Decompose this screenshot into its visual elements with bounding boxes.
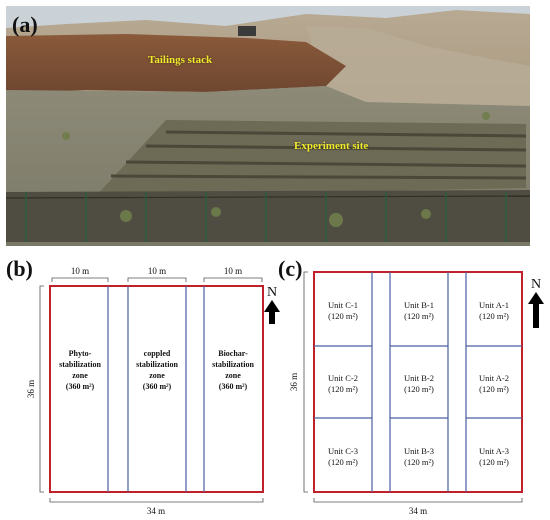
top-dimension-brackets [51, 277, 263, 282]
panel-b-letter: (b) [6, 256, 33, 281]
experiment-plots [96, 120, 526, 196]
zone-line: coppled [144, 349, 171, 358]
unit-area: (120 m²) [404, 457, 434, 467]
zone-line: stabilization [136, 360, 178, 369]
unit-label-a1: Unit A-1 [479, 300, 509, 310]
bottom-dim-c: 34 m [409, 506, 427, 516]
unit-area: (120 m²) [479, 311, 509, 321]
unit-area: (120 m²) [479, 457, 509, 467]
panel-c-letter: (c) [278, 256, 302, 281]
unit-area: (120 m²) [328, 457, 358, 467]
site-boundary-b [49, 285, 264, 493]
zone-width-dim-2: 10 m [148, 266, 166, 276]
zone-line: Biochar- [218, 349, 248, 358]
unit-label-a2: Unit A-2 [479, 373, 509, 383]
unit-label-c2: Unit C-2 [328, 373, 358, 383]
zone-dividers [107, 286, 205, 492]
fence-foreground [6, 190, 530, 242]
zone-label-biochar: Biochar- stabilization zone (360 m²) [212, 349, 254, 391]
zone-line: zone [72, 371, 88, 380]
tailings-stack-shape [6, 34, 346, 94]
unit-area: (120 m²) [328, 311, 358, 321]
north-arrow-icon [264, 300, 280, 324]
zone-line: stabilization [59, 360, 101, 369]
unit-labels: Unit C-1 (120 m²) Unit B-1 (120 m²) Unit… [328, 300, 509, 467]
side-bracket-c [303, 271, 308, 493]
unit-label-c3: Unit C-3 [328, 446, 358, 456]
zone-label-coppled: coppled stabilization zone (360 m²) [136, 349, 178, 391]
plot-rows [110, 130, 527, 180]
unit-label-c1: Unit C-1 [328, 300, 358, 310]
unit-area: (120 m²) [404, 311, 434, 321]
unit-label-b3: Unit B-3 [404, 446, 434, 456]
bottom-dim-b: 34 m [147, 506, 165, 516]
unit-label-a3: Unit A-3 [479, 446, 509, 456]
unit-area: (120 m²) [404, 384, 434, 394]
unit-grid [314, 272, 522, 492]
experiment-site-label: Experiment site [294, 140, 369, 152]
layout-diagrams: (b) 10 m 10 m 10 m 36 m Phyto- stabiliza… [6, 256, 544, 516]
side-bracket-b [39, 285, 44, 493]
zone-line: zone [149, 371, 165, 380]
side-dim-b: 36 m [26, 380, 36, 398]
fence-posts [25, 192, 507, 242]
north-label-b: N [267, 285, 277, 300]
excavator-shape [238, 26, 256, 36]
unit-label-b1: Unit B-1 [404, 300, 434, 310]
panel-a-letter: (a) [12, 12, 38, 37]
zone-area: (360 m²) [66, 382, 95, 391]
zone-width-dim-1: 10 m [71, 266, 89, 276]
unit-area: (120 m²) [479, 384, 509, 394]
tailings-stack-label: Tailings stack [148, 54, 213, 66]
bottom-bracket-b [49, 498, 264, 503]
site-photo-illustration [6, 6, 530, 246]
zone-area: (360 m²) [219, 382, 248, 391]
side-dim-c: 36 m [289, 373, 299, 391]
zone-line: zone [225, 371, 241, 380]
unit-area: (120 m²) [328, 384, 358, 394]
site-boundary-c [313, 271, 523, 493]
north-label-c: N [531, 277, 541, 292]
site-photograph: (a) Tailings stack Experiment site [6, 6, 530, 246]
zone-line: stabilization [212, 360, 254, 369]
unit-label-b2: Unit B-2 [404, 373, 434, 383]
zone-label-phyto: Phyto- stabilization zone (360 m²) [59, 349, 101, 391]
zone-area: (360 m²) [143, 382, 172, 391]
shrubs [62, 112, 490, 227]
zone-width-dim-3: 10 m [224, 266, 242, 276]
zone-line: Phyto- [69, 349, 92, 358]
north-arrow-icon [528, 292, 544, 328]
bottom-bracket-c [313, 498, 523, 503]
fence-wire [6, 195, 530, 199]
